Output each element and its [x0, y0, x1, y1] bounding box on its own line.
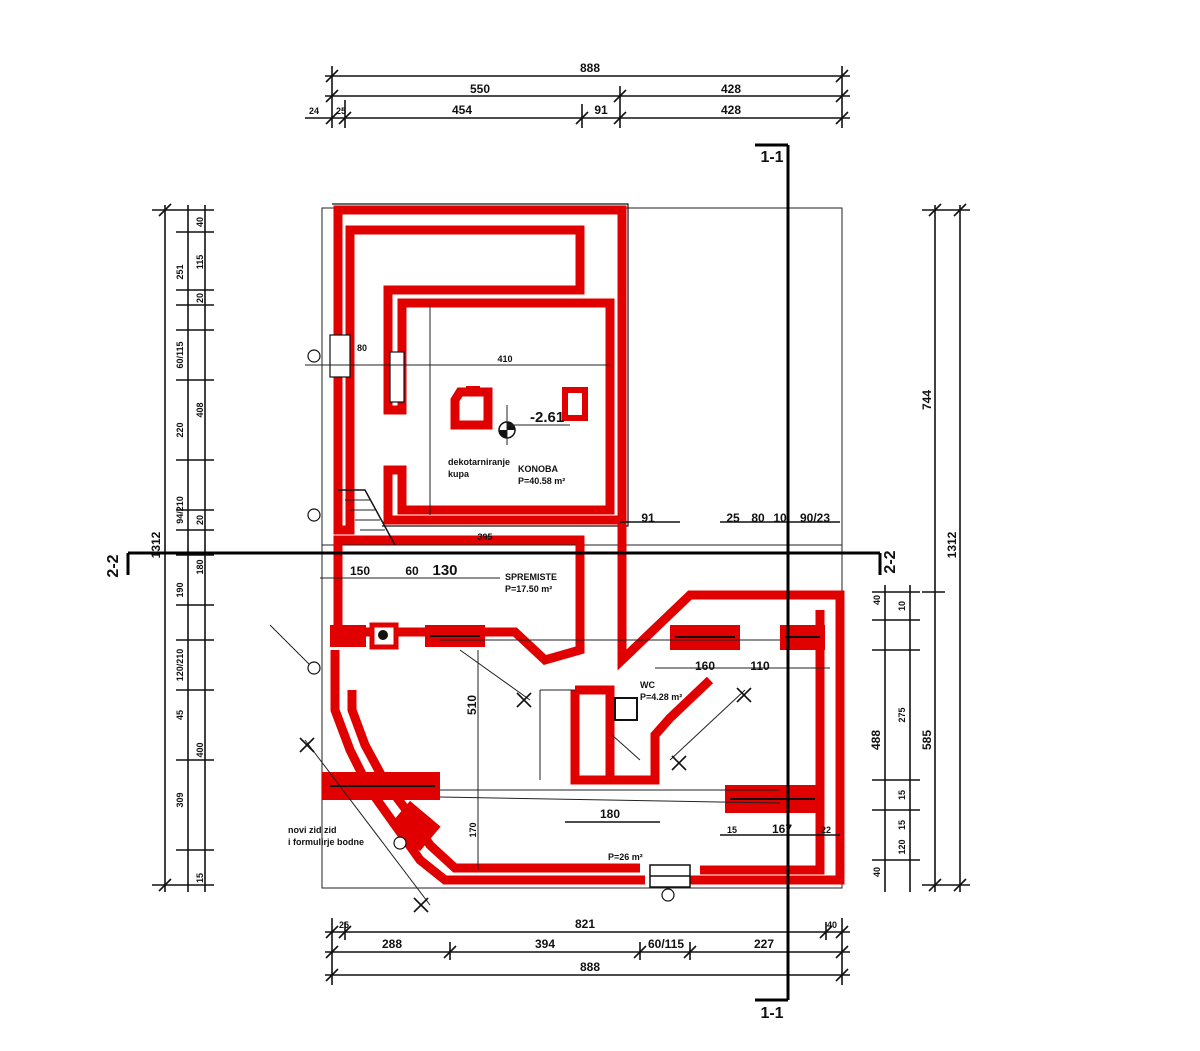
dim-top-seg-e: 428 — [721, 103, 741, 117]
dim-top-seg-d: 91 — [594, 103, 608, 117]
dim-80b: 80 — [751, 511, 765, 525]
dim-top-left: 550 — [470, 82, 490, 96]
dim-right-i: 40 — [872, 867, 882, 877]
dim-top-seg-c: 454 — [452, 103, 472, 117]
dim-left-c: 251 — [175, 264, 185, 279]
room-storage-name: SPREMISTE — [505, 572, 557, 582]
windows-and-doors — [322, 622, 825, 888]
dim-right-b: 40 — [872, 595, 882, 605]
dim-bottom-g: 227 — [754, 937, 774, 951]
dim-bottom-total: 888 — [580, 960, 600, 974]
new-wall-note: novi zid zid — [288, 825, 337, 835]
dim-bottom-e: 394 — [535, 937, 555, 951]
dim-left-o: 309 — [175, 792, 185, 807]
room-entry-area: P=26 m² — [608, 852, 643, 862]
dim-bottom-c: 40 — [827, 920, 837, 930]
x-markers — [299, 687, 752, 913]
dim-top-total: 888 — [580, 61, 600, 75]
dim-left-e: 60/115 — [175, 341, 185, 368]
dim-bottom-a: 25 — [339, 920, 349, 930]
dim-170: 170 — [468, 822, 478, 837]
cellar-stair — [338, 489, 396, 546]
dim-91: 91 — [641, 511, 655, 525]
dim-160: 160 — [695, 659, 715, 673]
dim-left-p: 15 — [195, 873, 205, 883]
dim-15: 15 — [727, 825, 737, 835]
top-dimensions: 888 550 428 24 25 454 91 428 — [305, 61, 850, 128]
dim-top-seg-a: 24 — [309, 106, 319, 116]
dim-510: 510 — [465, 695, 479, 715]
dim-left-m: 45 — [175, 710, 185, 720]
section-1-1-bottom: 1-1 — [760, 1005, 783, 1022]
dim-60: 60 — [405, 564, 419, 578]
section-1-1-top: 1-1 — [760, 149, 783, 166]
cellar-level: -2.61 — [530, 409, 564, 426]
room-labels: KONOBA P=40.58 m² SPREMISTE P=17.50 m² W… — [505, 464, 682, 862]
dim-410: 410 — [497, 354, 512, 364]
dim-left-f: 408 — [195, 402, 205, 417]
dim-10: 10 — [773, 511, 787, 525]
interior-dimension-labels: 410 80 60 130 150 395 91 25 80 10 90/23 … — [350, 343, 831, 838]
interior-dimension-lines — [269, 305, 840, 906]
dim-left-j: 180 — [195, 559, 205, 574]
room-storage-area: P=17.50 m² — [505, 584, 552, 594]
dim-180: 180 — [600, 807, 620, 821]
dim-left-n: 400 — [195, 742, 205, 757]
dim-left-a: 40 — [195, 217, 205, 227]
room-wc-area: P=4.28 m² — [640, 692, 682, 702]
stair-note-2: kupa — [448, 469, 470, 479]
dim-left-d: 20 — [195, 293, 205, 303]
dim-150: 150 — [350, 564, 370, 578]
dim-22: 22 — [821, 825, 831, 835]
dim-130: 130 — [432, 562, 457, 579]
bottom-dimensions: 25 821 40 288 394 60/115 227 888 — [325, 917, 850, 985]
dim-left-l: 120/210 — [175, 649, 185, 682]
dim-bottom-b: 821 — [575, 917, 595, 931]
dim-bottom-d: 288 — [382, 937, 402, 951]
dim-left-g: 220 — [175, 422, 185, 437]
dim-right-g: 120 — [897, 839, 907, 854]
notes: dekotarniranje kupa novi zid zid i formu… — [288, 457, 510, 847]
room-cellar-name: KONOBA — [518, 464, 558, 474]
section-line-2-2: 2-2 2-2 — [105, 550, 899, 577]
dim-395: 395 — [477, 532, 492, 542]
dim-left-k: 190 — [175, 582, 185, 597]
section-2-2-left: 2-2 — [105, 554, 122, 577]
dim-left-i: 20 — [195, 515, 205, 525]
dim-left-b: 115 — [195, 255, 205, 270]
room-wc-name: WC — [640, 680, 655, 690]
right-dimensions: 1312 744 10 40 275 488 585 15 120 15 40 — [869, 203, 970, 892]
dim-right-outer: 1312 — [945, 531, 959, 558]
dim-25: 25 — [726, 511, 740, 525]
dim-bottom-f: 60/115 — [648, 937, 684, 951]
dim-left-h: 94/210 — [175, 496, 185, 524]
room-cellar-area: P=40.58 m² — [518, 476, 565, 486]
dim-top-seg-b: 25 — [336, 106, 346, 116]
dim-right-a: 10 — [897, 601, 907, 611]
axis-markers — [307, 349, 675, 902]
level-marker: -2.61 — [498, 405, 570, 445]
dim-90-23: 90/23 — [800, 511, 830, 525]
section-2-2-right: 2-2 — [882, 550, 899, 573]
dim-110: 110 — [750, 659, 770, 673]
dim-right-c: 275 — [897, 707, 907, 722]
section-line-1-1: 1-1 1-1 — [755, 143, 790, 1022]
dim-80: 80 — [357, 343, 367, 353]
dim-right-h: 15 — [897, 820, 907, 830]
new-wall-note-2: i formulirje bodne — [288, 837, 364, 847]
left-dimensions: 1312 40 115 251 20 60/115 408 220 94/210… — [149, 203, 214, 892]
dim-right-f: 15 — [897, 790, 907, 800]
dim-right-inner: 744 — [920, 390, 934, 410]
dim-top-right: 428 — [721, 82, 741, 96]
walls-upper-cellar — [329, 203, 629, 535]
dim-right-e: 585 — [920, 730, 934, 750]
dim-right-d: 488 — [869, 730, 883, 750]
stair-note: dekotarniranje — [448, 457, 510, 467]
